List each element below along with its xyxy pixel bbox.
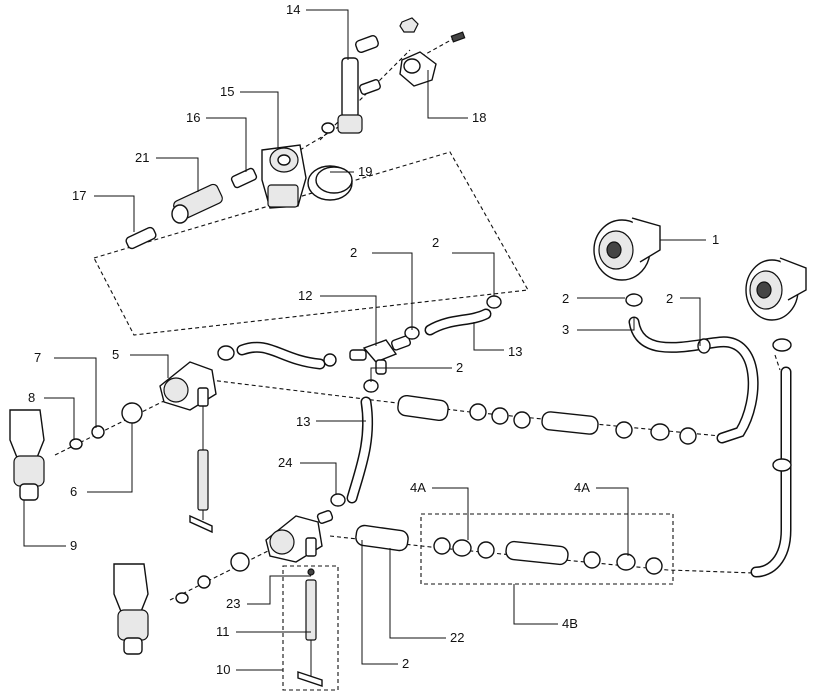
o-ring-part-8 <box>69 438 83 450</box>
probe-kit-dashed-box <box>282 565 339 691</box>
callout-3: 3 <box>562 322 569 337</box>
hose-dash-right <box>774 354 781 371</box>
pressure-regulator-part-15 <box>261 144 307 209</box>
hoses <box>236 308 792 578</box>
faucet-handle-lower <box>113 563 149 655</box>
regulator-axis-line <box>299 34 461 151</box>
connector-part-16 <box>230 167 258 189</box>
callout-14: 14 <box>286 2 300 17</box>
quick-coupler-part-21 <box>171 183 223 224</box>
leader-lines <box>23 9 706 671</box>
callout-4a-right: 4A <box>574 480 590 495</box>
callout-23: 23 <box>226 596 240 611</box>
screw-part <box>450 31 466 43</box>
callout-labels: 14 15 16 21 17 19 18 1 2 2 2 2 2 2 3 12 … <box>28 2 719 677</box>
nut-part <box>399 17 419 33</box>
gauge-ring-part-19 <box>307 165 353 201</box>
bracket-clip-part-18 <box>399 51 437 87</box>
faucet-body-lower <box>175 510 334 604</box>
callout-17: 17 <box>72 188 86 203</box>
callout-5: 5 <box>112 347 119 362</box>
callout-4b: 4B <box>562 616 578 631</box>
callout-10: 10 <box>216 662 230 677</box>
faucet-body-part-5 <box>159 361 217 534</box>
callout-2-e: 2 <box>456 360 463 375</box>
callout-16: 16 <box>186 110 200 125</box>
callout-1: 1 <box>712 232 719 247</box>
pump-head-part-1-right <box>745 257 807 321</box>
kit-4b-dashed-box <box>420 513 674 585</box>
callout-2-f: 2 <box>402 656 409 671</box>
hose-clamps <box>217 293 792 507</box>
callout-22: 22 <box>450 630 464 645</box>
nut-part-6 <box>121 402 143 424</box>
callout-6: 6 <box>70 484 77 499</box>
tee-part-12 <box>349 335 412 375</box>
callout-18: 18 <box>472 110 486 125</box>
callout-13-b: 13 <box>296 414 310 429</box>
probe-part-10 <box>297 568 323 687</box>
callout-19: 19 <box>358 164 372 179</box>
tee-fitting-part-14 <box>321 35 381 134</box>
callout-11: 11 <box>216 624 230 639</box>
callout-13-a: 13 <box>508 344 522 359</box>
callout-7: 7 <box>34 350 41 365</box>
inline-parts-upper <box>397 394 697 445</box>
pump-head-part-1-left <box>593 217 661 281</box>
callout-4a-left: 4A <box>410 480 426 495</box>
retainer-part-7 <box>91 425 105 439</box>
callout-24: 24 <box>278 455 292 470</box>
faucet-handle-part-9 <box>9 409 45 501</box>
barb-fitting-part-17 <box>125 226 157 250</box>
callout-2-b: 2 <box>432 235 439 250</box>
valve-axis-line-lower <box>169 544 281 601</box>
callout-9: 9 <box>70 538 77 553</box>
callout-2-a: 2 <box>350 245 357 260</box>
callout-12: 12 <box>298 288 312 303</box>
inline-parts-lower-4b <box>355 524 663 575</box>
callout-8: 8 <box>28 390 35 405</box>
callout-21: 21 <box>135 150 149 165</box>
flow-line-upper <box>209 379 721 437</box>
callout-15: 15 <box>220 84 234 99</box>
callout-2-d: 2 <box>666 291 673 306</box>
callout-2-c: 2 <box>562 291 569 306</box>
